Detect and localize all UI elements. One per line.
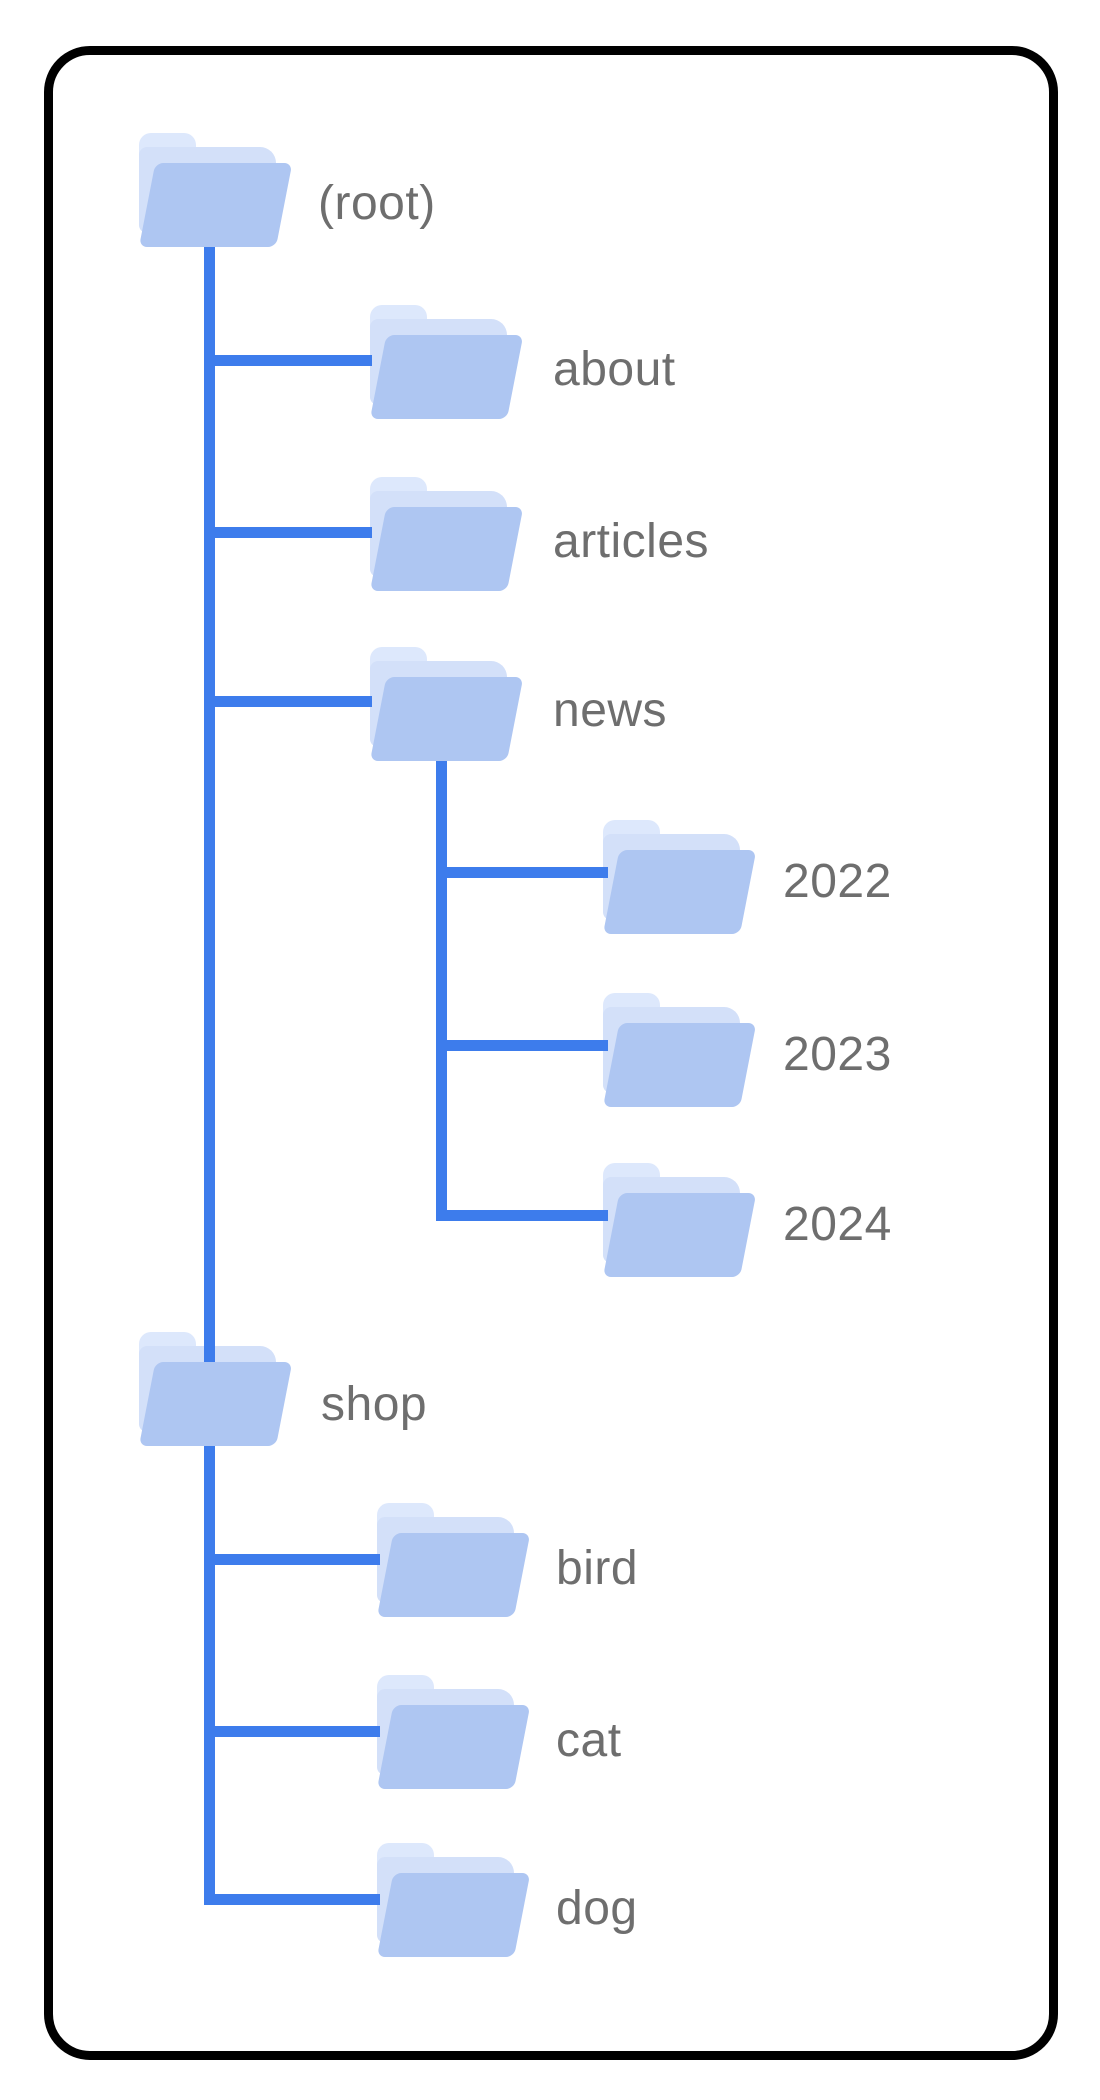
folder-icon-articles xyxy=(370,477,524,591)
folder-front xyxy=(377,1533,531,1617)
connector-branch-dog xyxy=(204,1894,380,1905)
folder-front xyxy=(603,1193,757,1277)
folder-icon-cat xyxy=(377,1675,531,1789)
connector-branch-2024 xyxy=(436,1210,608,1221)
connector-branch-cat xyxy=(204,1726,380,1737)
folder-icon-bird xyxy=(377,1503,531,1617)
folder-front xyxy=(370,677,524,761)
folder-icon-about xyxy=(370,305,524,419)
folder-front xyxy=(603,850,757,934)
node-label-articles: articles xyxy=(553,515,710,568)
folder-front xyxy=(377,1873,531,1957)
node-label-dog: dog xyxy=(556,1882,638,1935)
node-label-2022: 2022 xyxy=(783,855,892,908)
folder-icon-root xyxy=(139,133,293,247)
node-label-root: (root) xyxy=(318,177,436,230)
connector-root-trunk xyxy=(204,230,215,1905)
diagram-frame xyxy=(44,46,1058,2060)
folder-front xyxy=(603,1023,757,1107)
connector-branch-2022 xyxy=(436,867,608,878)
folder-icon-2023 xyxy=(603,993,757,1107)
connector-branch-about xyxy=(204,355,372,366)
connector-branch-2023 xyxy=(436,1040,608,1051)
folder-front xyxy=(370,335,524,419)
node-label-shop: shop xyxy=(321,1378,428,1431)
folder-front xyxy=(370,507,524,591)
connector-branch-bird xyxy=(204,1554,380,1565)
connector-branch-articles xyxy=(204,527,372,538)
node-label-about: about xyxy=(553,343,676,396)
folder-icon-news xyxy=(370,647,524,761)
folder-icon-2024 xyxy=(603,1163,757,1277)
folder-icon-shop xyxy=(139,1332,293,1446)
connector-news-trunk xyxy=(436,740,447,1221)
connector-branch-news xyxy=(204,696,372,707)
node-label-cat: cat xyxy=(556,1714,622,1767)
folder-icon-dog xyxy=(377,1843,531,1957)
folder-front xyxy=(377,1705,531,1789)
node-label-bird: bird xyxy=(556,1542,639,1595)
folder-front xyxy=(139,163,293,247)
node-label-2023: 2023 xyxy=(783,1028,892,1081)
folder-icon-2022 xyxy=(603,820,757,934)
folder-front xyxy=(139,1362,293,1446)
node-label-news: news xyxy=(553,684,668,737)
node-label-2024: 2024 xyxy=(783,1198,892,1251)
